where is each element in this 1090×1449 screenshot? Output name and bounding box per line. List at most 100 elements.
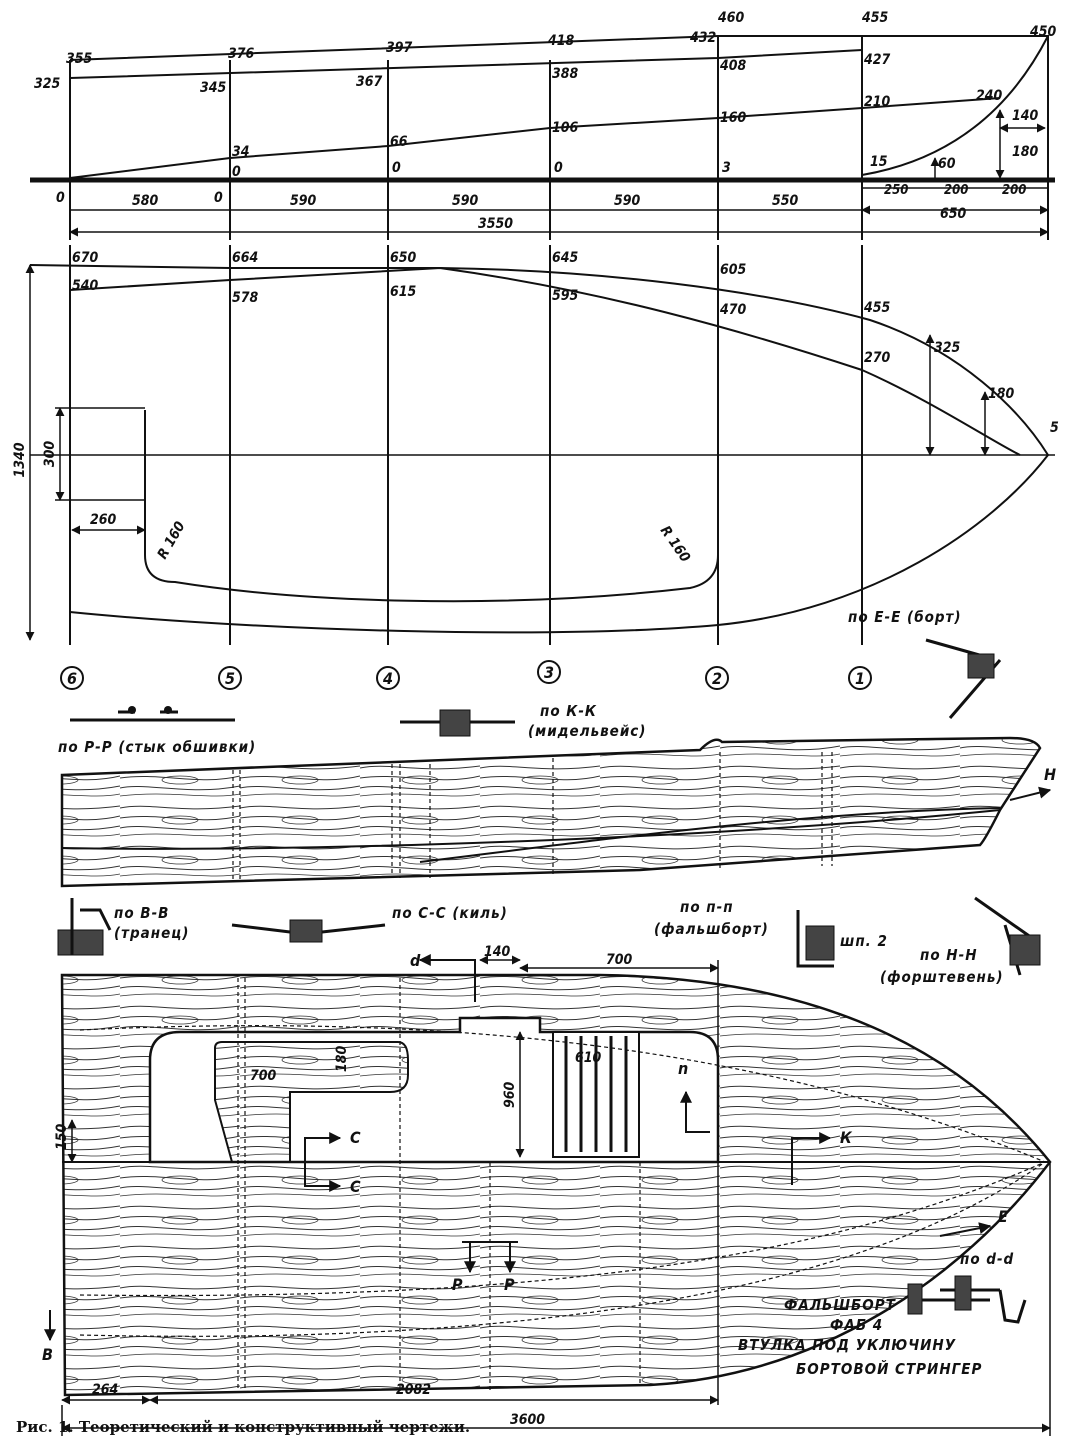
bow-spacing-200a: 200 <box>944 183 968 198</box>
dim-180-seat: 180 <box>334 1045 350 1072</box>
chine-height-st4: 66 <box>390 134 408 150</box>
section-vv-sub: (транец) <box>114 924 189 942</box>
deck-height-st1: 427 <box>864 52 891 68</box>
half-breadth-chine-st6: 540 <box>72 278 99 294</box>
section-vv-label: по В-В <box>114 904 169 922</box>
base-zero-st6: 0 <box>56 190 65 206</box>
station-markers: 6 5 4 3 2 1 <box>60 660 872 690</box>
dim-700-seat: 700 <box>250 1068 277 1084</box>
marker-n: n <box>678 1059 688 1078</box>
dim-2082: 2082 <box>396 1382 431 1398</box>
bow-dim-180: 180 <box>1012 144 1039 160</box>
section-ee-label: по Е-Е (борт) <box>848 608 962 626</box>
sheer-left-label: 325 <box>34 76 61 92</box>
keel-height-st3: 0 <box>554 160 563 176</box>
cockpit-outline <box>144 248 719 603</box>
callout-falshbort: ФАЛЬШБОРТ <box>784 1296 897 1314</box>
seat-aft <box>214 1041 409 1163</box>
station-2: 2 <box>712 669 722 688</box>
keel-height-st2: 3 <box>722 160 731 176</box>
dd-callout: по d-d ФАЛЬШБОРТ ФАБ 4 ВТУЛКА ПОД УКЛЮЧИ… <box>738 1250 1027 1378</box>
section-hh-label: по Н-Н <box>920 946 977 964</box>
spacing-3-2: 590 <box>614 193 641 209</box>
keel-height-st5: 0 <box>232 164 241 180</box>
bow-spacing-200b: 200 <box>1002 183 1026 198</box>
marker-p-right: Р <box>504 1275 515 1294</box>
dim-700-top: 700 <box>606 952 633 968</box>
marker-d: d <box>410 951 421 970</box>
section-dd-label: по d-d <box>960 1250 1014 1268</box>
station-1: 1 <box>855 669 865 688</box>
dim-140-top: 140 <box>484 944 511 960</box>
section-nn-sub: (фальшборт) <box>654 920 769 938</box>
station-lines-profile <box>69 35 1049 240</box>
section-nn-label: по п-п <box>680 898 734 916</box>
section-cc-label: по С-С (киль) <box>392 904 508 922</box>
half-breadth-chine-bow: 180 <box>988 386 1015 402</box>
half-breadth-sheer-st5: 664 <box>232 250 258 266</box>
marker-c-lower: C <box>350 1177 361 1196</box>
floor-grate <box>552 1031 640 1158</box>
chine-plan-line <box>69 266 1021 456</box>
section-pp-label: по Р-Р (стык обшивки) <box>58 738 256 756</box>
half-breadth-sheer-st4: 650 <box>390 250 417 266</box>
total-length-3550: 3550 <box>478 216 513 232</box>
mid-section-details: по В-В (транец) по С-С (киль) по п-п (фа… <box>57 896 1041 986</box>
radius-fwd: R 160 <box>657 523 693 565</box>
deck-height-st3: 388 <box>552 66 579 82</box>
chine-height-bow: 240 <box>976 88 1003 104</box>
chine-height-st2: 160 <box>720 110 747 126</box>
keel-height-st4: 0 <box>392 160 401 176</box>
deck-line <box>69 49 863 79</box>
radius-aft: R 160 <box>155 519 189 562</box>
chine-height-st3: 106 <box>552 120 579 136</box>
sheer-line <box>69 35 1048 61</box>
half-breadth-sheer-bow: 325 <box>934 340 961 356</box>
transom-cut-300: 300 <box>42 441 58 468</box>
base-zero-st5: 0 <box>214 190 223 206</box>
spacing-6-5: 580 <box>132 193 159 209</box>
stem-curve <box>861 35 1049 176</box>
chine-height-st1: 210 <box>864 94 891 110</box>
bow-total-650: 650 <box>940 206 967 222</box>
station-3: 3 <box>544 663 554 682</box>
dim-3600: 3600 <box>510 1412 545 1428</box>
bow-dim-140: 140 <box>1012 108 1039 124</box>
sheer-height-stem: 450 <box>1030 24 1057 40</box>
half-breadth-sheer-st2: 605 <box>720 262 747 278</box>
station-5: 5 <box>225 669 235 688</box>
chine-line <box>69 97 1001 179</box>
chine-height-st5: 34 <box>232 144 250 160</box>
sheer-height-st6: 355 <box>66 51 93 67</box>
half-breadth-chine-st5: 578 <box>232 290 259 306</box>
station-lines-plan <box>69 245 863 645</box>
figure-caption: Рис. 1. Теоретический и конструктивный ч… <box>16 1418 471 1436</box>
section-hh-sub: (форштевень) <box>880 968 1004 986</box>
deck-height-st5: 345 <box>200 80 227 96</box>
sheer-height-st2: 432 <box>690 30 717 46</box>
half-breadth-chine-st2: 470 <box>720 302 747 318</box>
callout-fab: ФАБ 4 <box>830 1316 883 1334</box>
deck-height-st2: 408 <box>720 58 747 74</box>
half-breadth-sheer-st3: 645 <box>552 250 579 266</box>
bow-spacing-250: 250 <box>884 183 908 198</box>
bottom-plan-line <box>69 454 1049 634</box>
callout-stringer: БОРТОВОЙ СТРИНГЕР <box>796 1359 982 1378</box>
plan-view: 670 664 650 645 605 455 325 540 578 615 … <box>12 245 1059 645</box>
marker-p-left: Р <box>452 1275 463 1294</box>
profile-view: 355 376 397 418 432 460 455 450 325 345 … <box>30 10 1057 240</box>
sheer-plan-line <box>29 264 1049 456</box>
bow-dim-60: 60 <box>938 156 956 172</box>
section-kk-sub: (мидельвейс) <box>528 722 646 740</box>
station-6: 6 <box>67 669 77 688</box>
top-view: 140 700 700 180 960 610 150 264 2082 360… <box>42 944 1052 1436</box>
side-hull <box>60 736 1042 888</box>
dim-610: 610 <box>575 1050 602 1066</box>
side-view: Н <box>60 736 1056 888</box>
sheer-height-st3: 418 <box>548 33 575 49</box>
bow-tip-5: 5 <box>1050 420 1059 436</box>
beam-1340: 1340 <box>12 442 28 477</box>
marker-k: К <box>840 1128 853 1147</box>
transom-offset-260: 260 <box>90 512 117 528</box>
deck-height-st4: 367 <box>356 74 383 90</box>
